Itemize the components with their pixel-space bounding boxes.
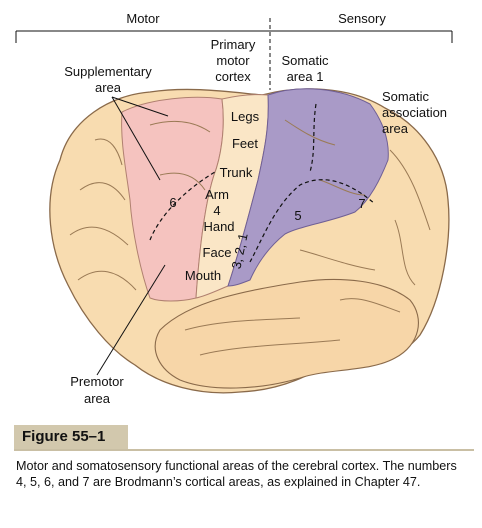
trunk-label: Trunk xyxy=(220,165,253,180)
brodmann-7-label: 7 xyxy=(358,196,365,211)
primary-motor-line3: cortex xyxy=(215,69,251,84)
somatic-area-1-line2: area 1 xyxy=(287,69,324,84)
somatic-assoc-line1: Somatic xyxy=(382,89,429,104)
mouth-label: Mouth xyxy=(185,268,221,283)
primary-motor-line1: Primary xyxy=(211,37,256,52)
primary-motor-line2: motor xyxy=(216,53,250,68)
figure-caption-bar: Figure 55–1 xyxy=(14,425,474,451)
motor-label: Motor xyxy=(126,11,160,26)
somatic-assoc-line3: area xyxy=(382,121,409,136)
legs-label: Legs xyxy=(231,109,260,124)
supplementary-line2: area xyxy=(95,80,122,95)
figure-number: Figure 55–1 xyxy=(14,425,128,449)
premotor-line1: Premotor xyxy=(70,374,124,389)
brodmann-4-label: 4 xyxy=(213,203,220,218)
brain-diagram: Motor Sensory Primary mot xyxy=(0,0,482,420)
somatic-assoc-line2: association xyxy=(382,105,447,120)
hand-label: Hand xyxy=(203,219,234,234)
figure-caption: Motor and somatosensory functional areas… xyxy=(16,458,468,490)
face-label: Face xyxy=(203,245,232,260)
somatic-area-1-line1: Somatic xyxy=(282,53,329,68)
brodmann-5-label: 5 xyxy=(294,208,301,223)
feet-label: Feet xyxy=(232,136,258,151)
arm-label: Arm xyxy=(205,187,229,202)
premotor-line2: area xyxy=(84,391,111,406)
brodmann-6-label: 6 xyxy=(169,195,176,210)
supplementary-line1: Supplementary xyxy=(64,64,152,79)
sensory-label: Sensory xyxy=(338,11,386,26)
